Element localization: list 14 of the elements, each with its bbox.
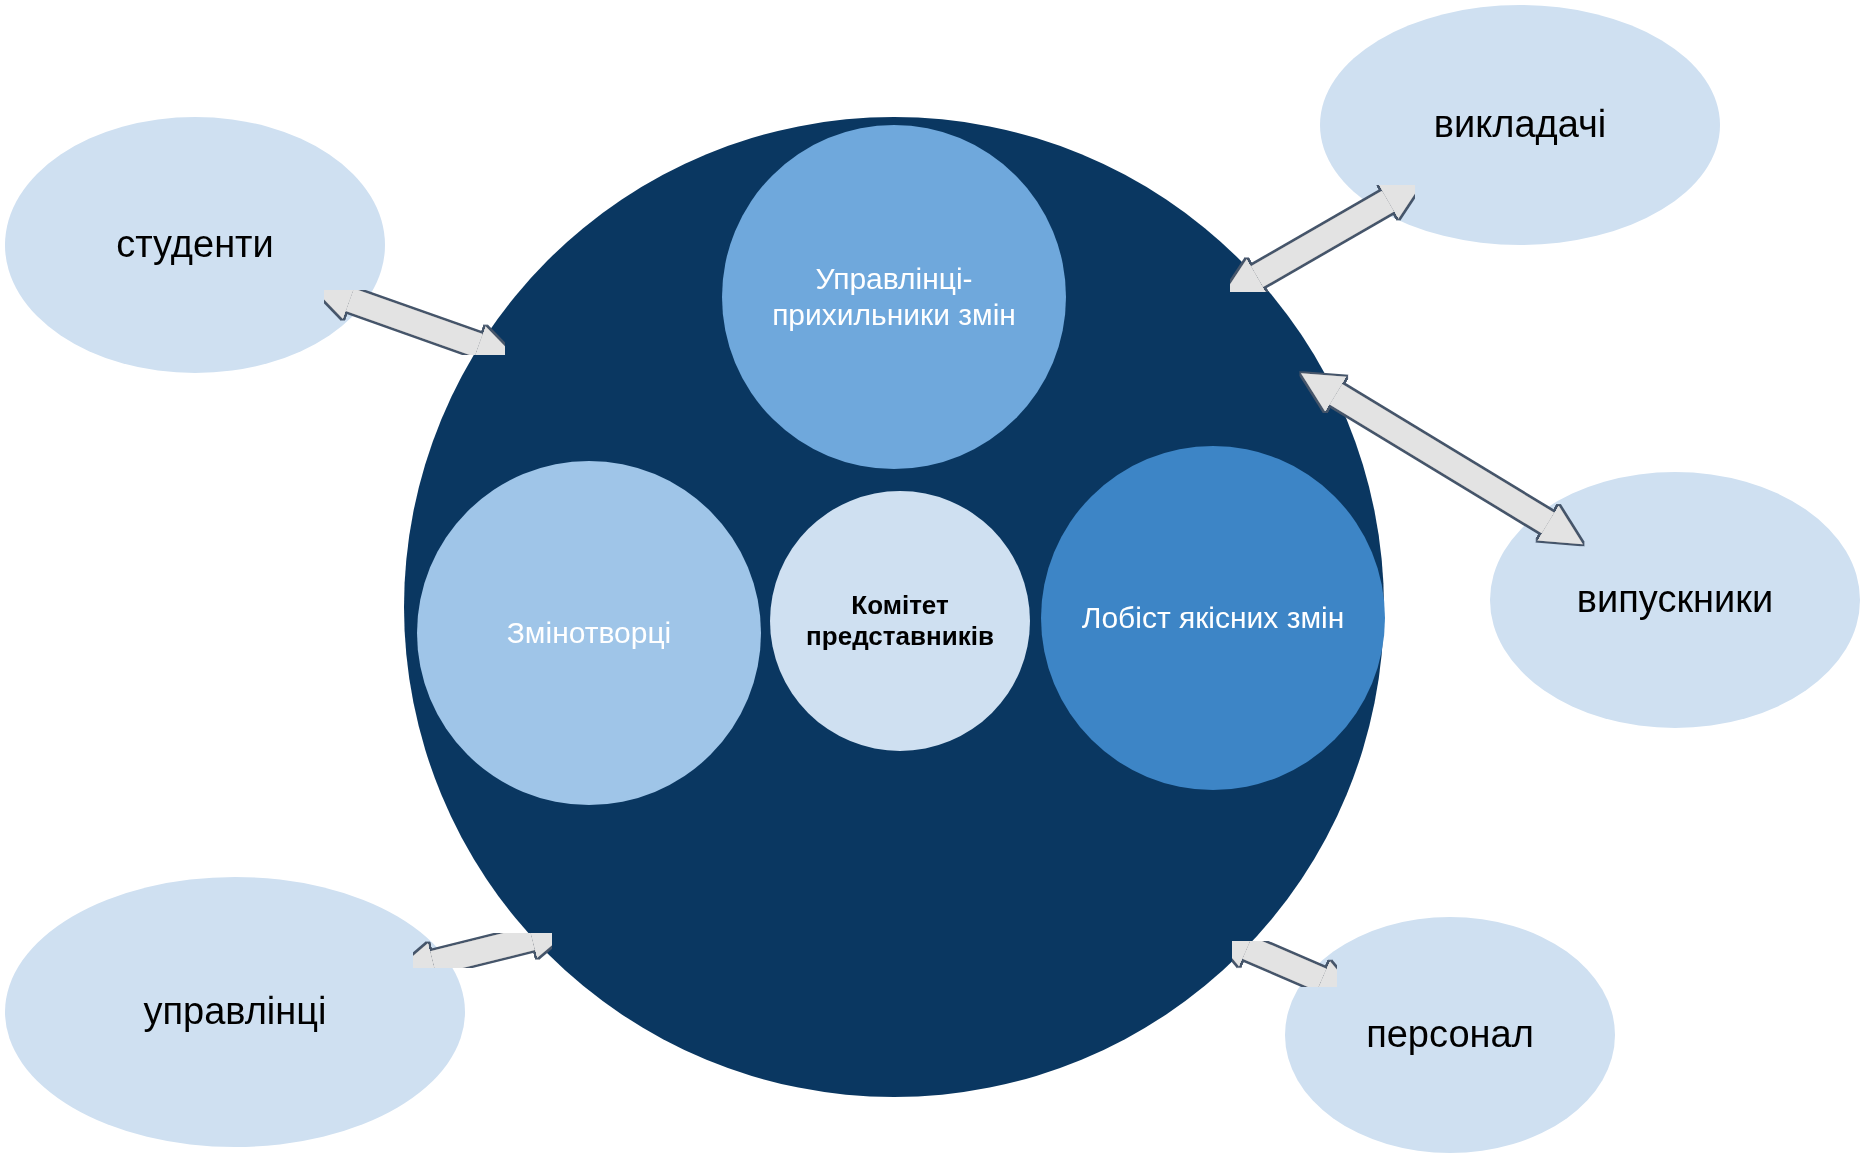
node-label: персонал: [1365, 1012, 1535, 1058]
node-label: Лобіст якісних змін: [1080, 600, 1346, 636]
double-arrow: [1221, 180, 1424, 298]
node-label: студенти: [115, 222, 275, 268]
double-arrow: [311, 280, 518, 365]
double-arrow: [1209, 928, 1360, 999]
node-label: Змінотворці: [505, 615, 673, 651]
double-arrow: [1301, 373, 1583, 545]
node-label: викладачі: [1432, 102, 1608, 148]
node-label: Комітет представників: [805, 589, 995, 653]
node-label: випускники: [1575, 577, 1775, 623]
node-label: управлінці: [142, 989, 328, 1035]
double-arrow: [393, 918, 572, 983]
node-label: Управлінці-прихильники змін: [771, 261, 1017, 333]
